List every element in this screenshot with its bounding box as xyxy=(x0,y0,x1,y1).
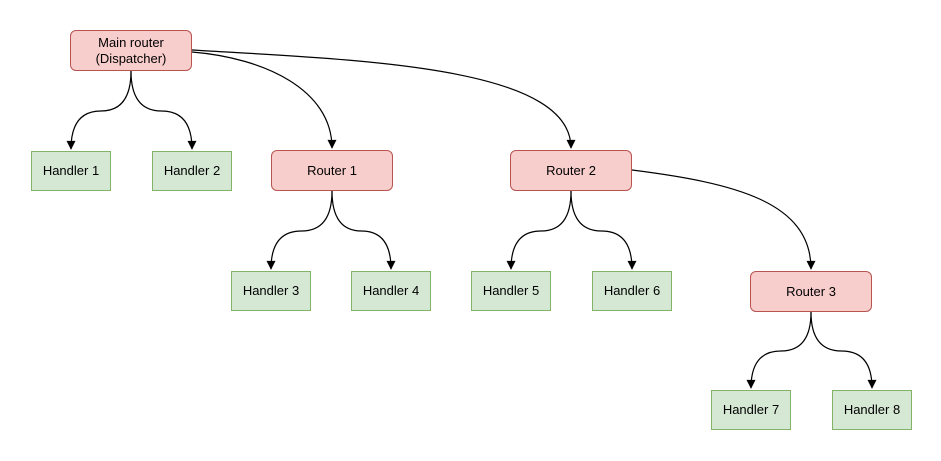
node-router-3-label: Router 3 xyxy=(786,283,836,299)
edge-router-3-to-handler-8 xyxy=(810,311,877,389)
node-router-2-label: Router 2 xyxy=(546,162,596,178)
node-router-1: Router 1 xyxy=(271,150,393,191)
node-handler-3-label: Handler 3 xyxy=(242,283,300,298)
node-handler-7-label: Handler 7 xyxy=(722,402,780,417)
node-handler-5-label: Handler 5 xyxy=(482,283,540,298)
node-handler-4-label: Handler 4 xyxy=(362,283,420,298)
node-handler-7: Handler 7 xyxy=(711,390,791,430)
node-handler-1-label: Handler 1 xyxy=(42,163,100,178)
edge-main-to-router-2 xyxy=(191,49,576,149)
node-handler-5: Handler 5 xyxy=(471,271,551,311)
edge-router-3-to-handler-7 xyxy=(746,311,812,389)
node-router-1-label: Router 1 xyxy=(307,162,357,178)
node-router-2: Router 2 xyxy=(510,150,632,191)
edge-router-1-to-handler-3 xyxy=(266,190,333,270)
node-main-router: Main router (Dispatcher) xyxy=(70,30,192,71)
edge-router-2-to-handler-5 xyxy=(506,190,572,270)
edge-router-2-to-router-3 xyxy=(631,169,816,270)
edge-main-to-router-1 xyxy=(191,51,337,149)
node-main-router-label-line2: (Dispatcher) xyxy=(95,50,167,66)
node-handler-8-label: Handler 8 xyxy=(843,402,901,417)
node-handler-6-label: Handler 6 xyxy=(603,283,661,298)
edge-router-1-to-handler-4 xyxy=(331,190,396,270)
node-handler-2-label: Handler 2 xyxy=(163,163,221,178)
node-handler-6: Handler 6 xyxy=(592,271,672,311)
node-router-3: Router 3 xyxy=(750,271,872,312)
node-handler-4: Handler 4 xyxy=(351,271,431,311)
node-handler-2: Handler 2 xyxy=(152,151,232,191)
edge-main-to-handler-2 xyxy=(130,70,197,150)
node-main-router-label-line1: Main router xyxy=(98,34,164,50)
node-handler-8: Handler 8 xyxy=(832,390,912,430)
edge-main-to-handler-1 xyxy=(66,70,132,150)
node-handler-1: Handler 1 xyxy=(31,151,111,191)
edge-router-2-to-handler-6 xyxy=(570,190,637,270)
node-handler-3: Handler 3 xyxy=(231,271,311,311)
